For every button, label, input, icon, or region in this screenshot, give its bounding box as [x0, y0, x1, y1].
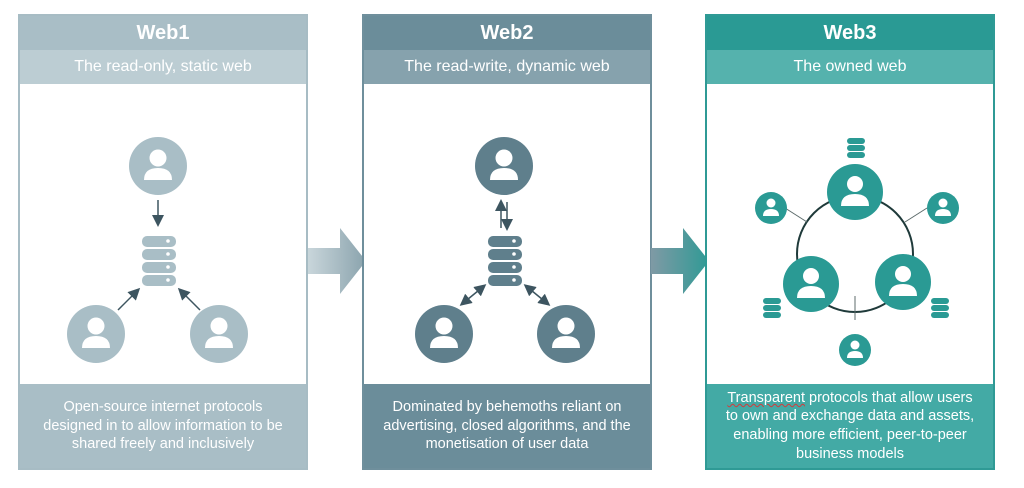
panel-web3: Web3 The owned web	[705, 14, 995, 470]
web1-diagram	[67, 137, 248, 363]
user-icon	[783, 256, 839, 312]
user-icon	[875, 254, 931, 310]
panel-web2: Web2 The read-write, dynamic web	[362, 14, 652, 470]
web2-diagram	[415, 137, 595, 363]
user-icon	[67, 305, 125, 363]
user-icon	[839, 334, 871, 366]
description-part: protocols that allow users to own and ex…	[725, 389, 975, 462]
panel-subtitle: The read-only, static web	[20, 50, 306, 84]
user-icon	[827, 164, 883, 220]
database-icon	[763, 298, 781, 318]
user-icon	[475, 137, 533, 195]
user-icon	[927, 192, 959, 224]
database-icon	[142, 236, 176, 286]
description-part: Transparent	[727, 389, 805, 406]
panel-title: Web3	[707, 16, 993, 50]
database-icon	[847, 138, 865, 158]
arrow-right-icon	[308, 228, 366, 294]
user-icon	[415, 305, 473, 363]
arrow-right-icon	[651, 228, 709, 294]
web3-diagram	[755, 138, 959, 366]
panel-description: Dominated by behemoths reliant on advert…	[364, 384, 650, 468]
panel-description: Open-source internet protocols designed …	[20, 384, 306, 468]
user-icon	[755, 192, 787, 224]
panel-title: Web2	[364, 16, 650, 50]
panel-web1: Web1 The read-only, static web	[18, 14, 308, 470]
panel-description: Transparent protocols that allow users t…	[707, 384, 993, 468]
panel-subtitle: The read-write, dynamic web	[364, 50, 650, 84]
panel-title: Web1	[20, 16, 306, 50]
database-icon	[931, 298, 949, 318]
user-icon	[190, 305, 248, 363]
database-icon	[488, 236, 522, 286]
user-icon	[129, 137, 187, 195]
user-icon	[537, 305, 595, 363]
panel-subtitle: The owned web	[707, 50, 993, 84]
